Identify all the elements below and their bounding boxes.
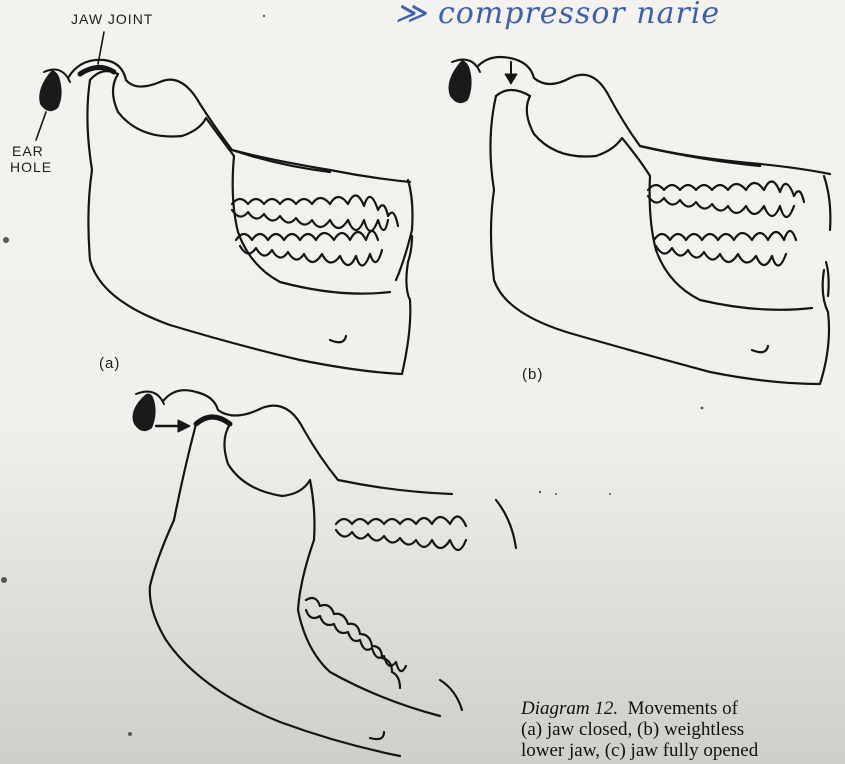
handwritten-annotation: ≫ compressor narie [395, 0, 720, 31]
panel-c-jaw-fully-opened [133, 390, 517, 756]
ear-hole-label-line1: EAR [12, 143, 44, 159]
caption-line1: Movements of [628, 698, 738, 719]
ear-hole-label-line2: HOLE [10, 159, 52, 175]
figure-caption: Diagram 12. Movements of (a) jaw closed,… [521, 698, 845, 761]
panel-label-b: (b) [522, 367, 543, 383]
caption-line2: (a) jaw closed, (b) weightless [521, 719, 845, 740]
jaw-joint-label: JAW JOINT [71, 11, 153, 27]
caption-title: Diagram 12. [521, 698, 618, 719]
panel-a-jaw-closed [36, 32, 413, 374]
panel-label-a: (a) [99, 356, 120, 372]
scan-specks [1, 15, 703, 736]
caption-line3: lower jaw, (c) jaw fully opened [521, 740, 845, 761]
panel-b-weightless-lower-jaw [449, 57, 831, 384]
